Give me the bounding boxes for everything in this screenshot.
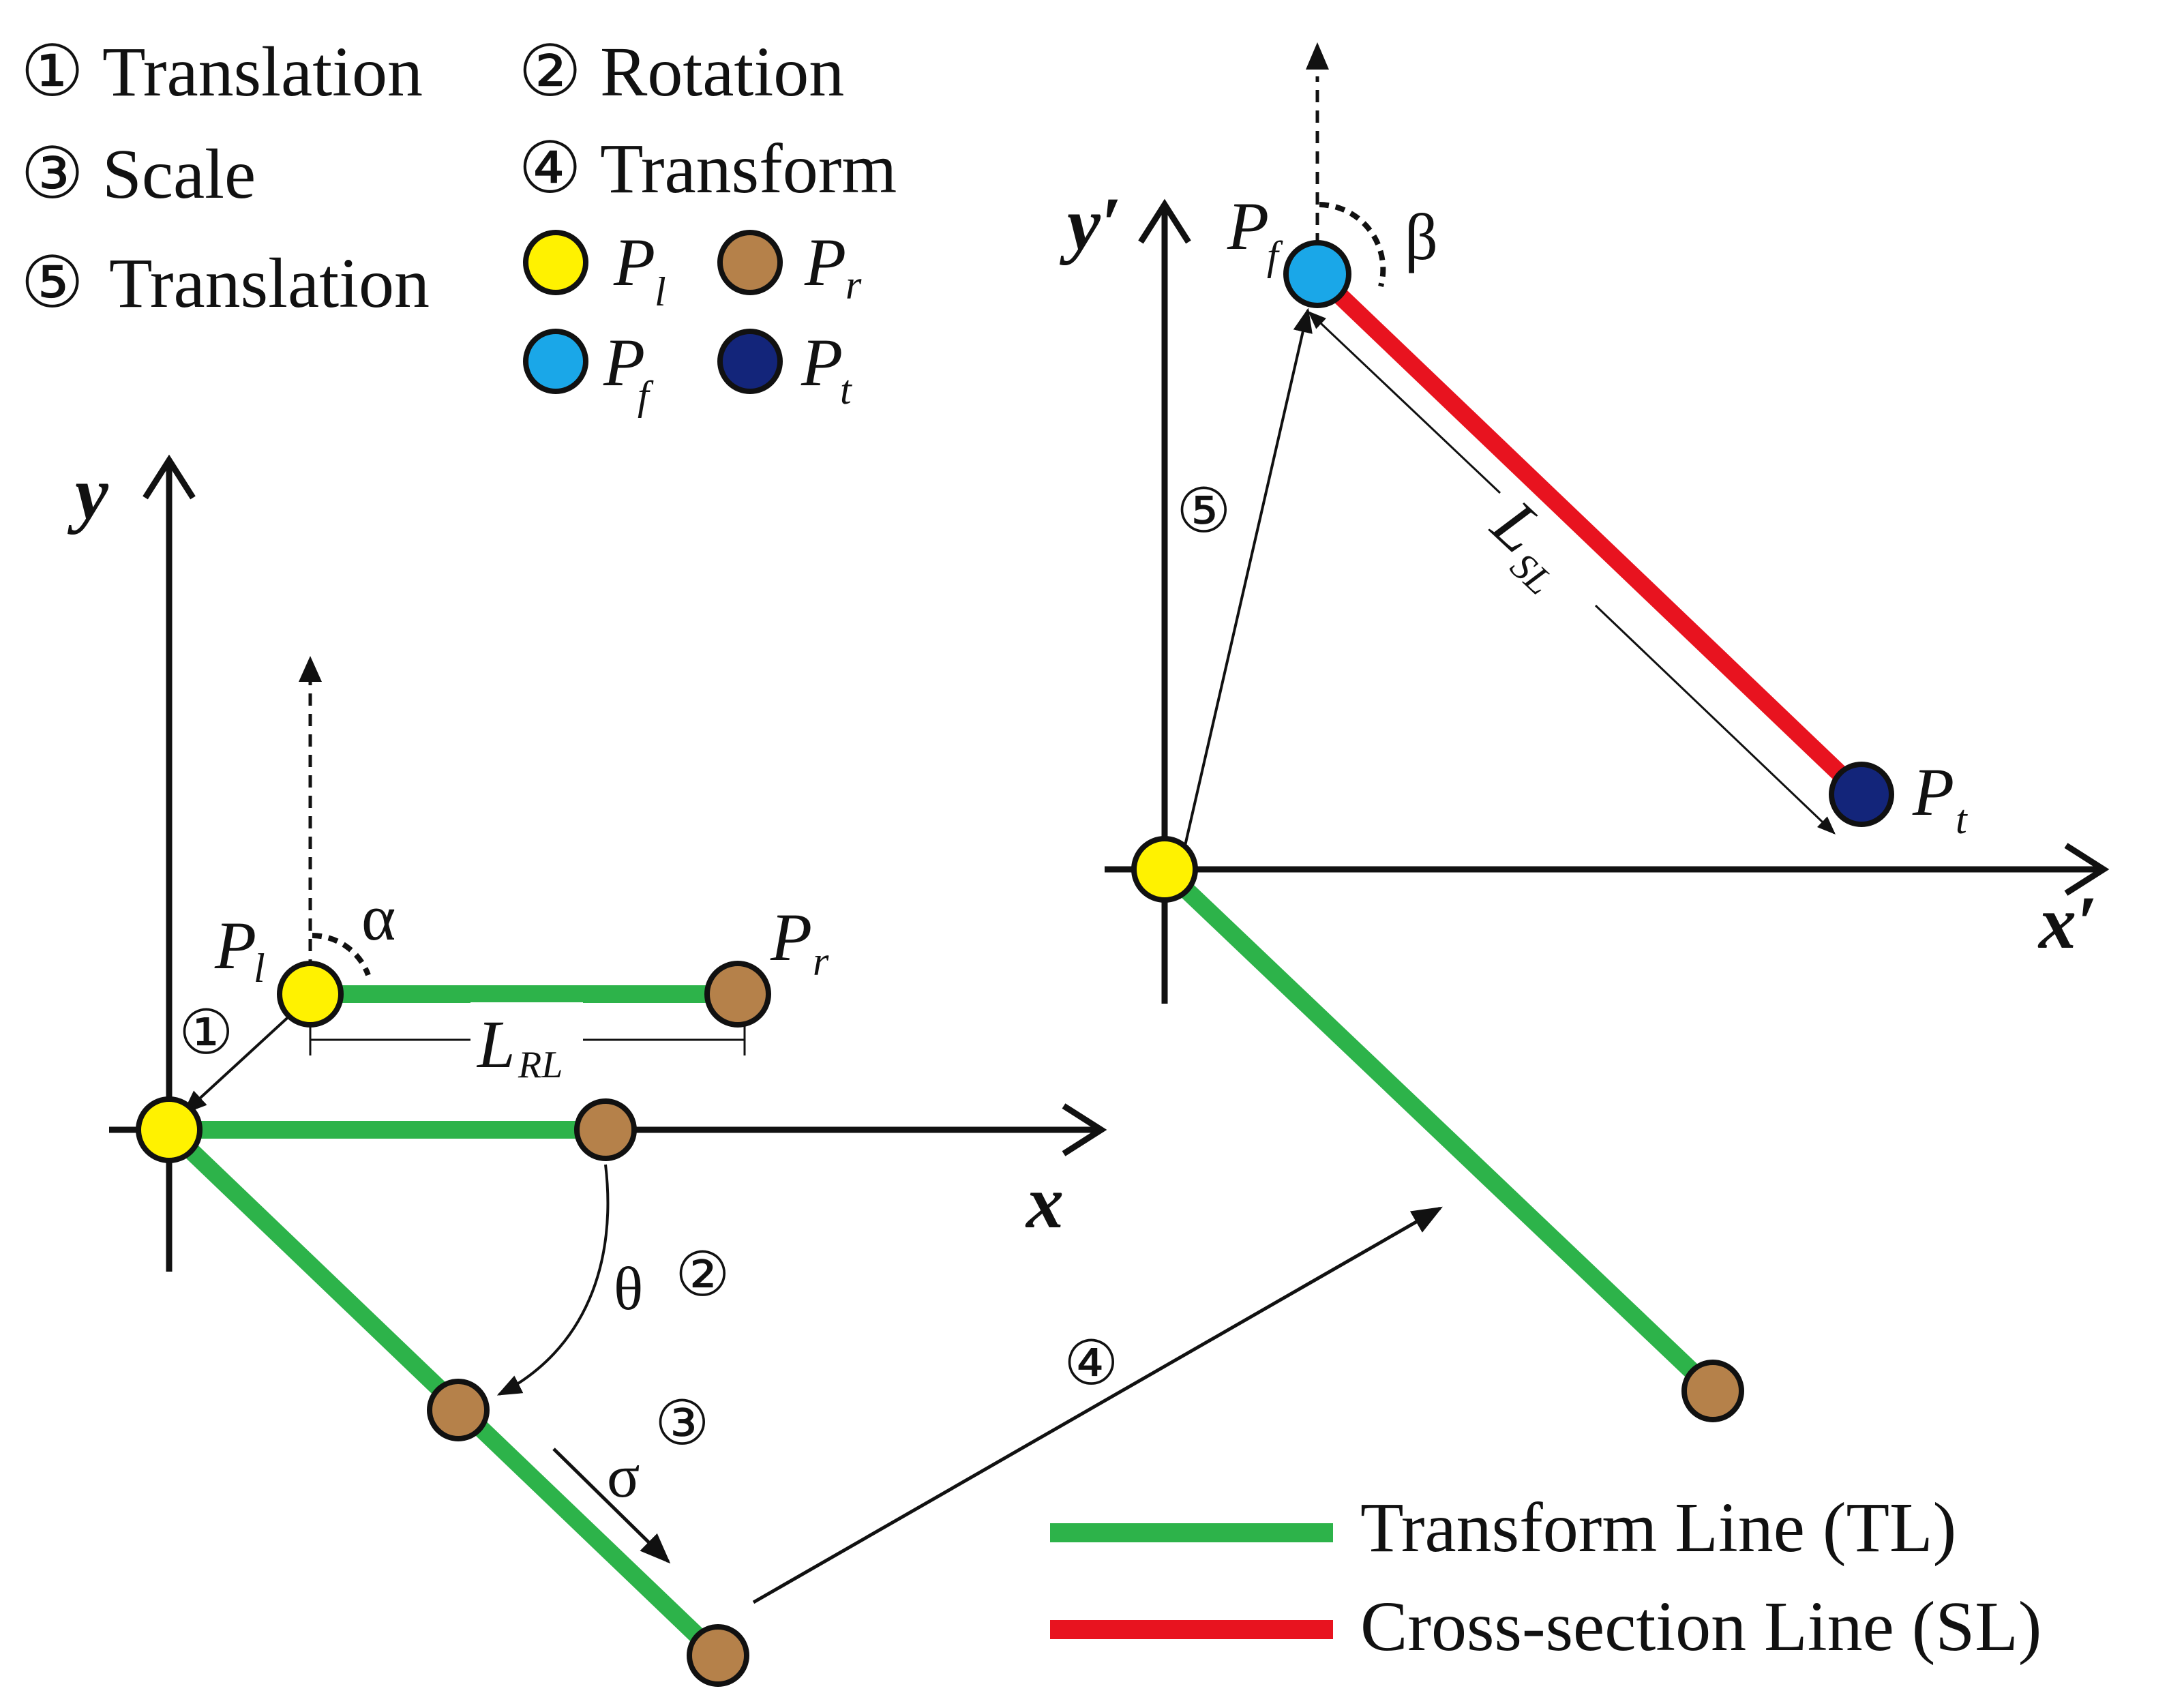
legend-point-pt: P t — [717, 325, 852, 413]
legend-step-1: ① Translation — [20, 33, 423, 111]
step-number: ② — [518, 33, 582, 111]
alpha-arc — [312, 933, 371, 976]
step4-label: ④ — [1064, 1330, 1119, 1398]
scale-arrow — [552, 1448, 671, 1564]
line-legend: Transform Line (TL) Cross-section Line (… — [1050, 1488, 2041, 1666]
legend-step-3: ③ Scale — [20, 135, 256, 213]
pt-label: P — [1912, 754, 1954, 830]
lrl-subscript: RL — [518, 1044, 563, 1086]
pr-scaled-point — [687, 1624, 749, 1687]
step-label: Rotation — [600, 33, 844, 111]
pl-reference-arrow-icon — [299, 656, 322, 682]
step-number: ④ — [518, 130, 582, 208]
legend-subscript: f — [638, 373, 654, 418]
beta-arc — [1319, 202, 1386, 288]
pf-label: P — [1227, 188, 1269, 264]
step-label: Translation — [109, 244, 430, 323]
pl-label: P — [214, 908, 256, 983]
step5-arrow — [1184, 308, 1313, 846]
pt-label-sub: t — [1956, 797, 1968, 842]
legend-point-pr: P r — [717, 224, 862, 308]
legend-point-pf: P f — [523, 325, 654, 418]
x-axis-arrow-icon — [1062, 1103, 1107, 1156]
lsl-label: L SL — [1478, 485, 1561, 603]
theta-label: θ — [614, 1255, 643, 1323]
pl-label-sub: l — [254, 946, 265, 991]
pr-marker-icon — [717, 230, 783, 295]
lrl-symbol: L — [476, 1006, 515, 1082]
step2-label: ② — [675, 1242, 730, 1309]
pf-reference-arrow-icon — [1306, 42, 1329, 70]
step-number: ① — [20, 33, 84, 111]
y-prime-axis-label: y′ — [1059, 182, 1122, 265]
step-label: Translation — [102, 33, 423, 111]
step4-arrow — [752, 1206, 1443, 1604]
legend-symbol: P — [801, 325, 843, 400]
pf-marker-icon — [523, 329, 588, 394]
lrl-label-bg — [470, 1002, 583, 1077]
lsl-dimension-line-upper — [1308, 311, 1501, 494]
step5-label: ⑤ — [1176, 478, 1231, 545]
legend-symbol: P — [804, 224, 846, 300]
y-axis-label: y — [67, 451, 109, 535]
pr-final-point — [1681, 1360, 1744, 1422]
step3-label: ③ — [655, 1390, 710, 1458]
legend-symbol: P — [613, 224, 655, 300]
y-axis-arrow-icon — [143, 454, 196, 500]
cross-section-line — [1311, 267, 1868, 801]
x-prime-axis-arrow-icon — [2064, 843, 2110, 896]
pf-point — [1283, 240, 1351, 308]
legend-subscript: r — [846, 263, 862, 308]
legend-step-5: ⑤ Translation — [20, 244, 430, 323]
pr-rotated-point — [427, 1379, 490, 1441]
pl-translated-point — [136, 1096, 203, 1163]
pl-point — [277, 961, 344, 1028]
beta-label: β — [1405, 200, 1438, 273]
legend-steps: ① Translation ② Rotation ③ Scale ④ Trans… — [20, 33, 897, 323]
x-axis-label: x — [1025, 1160, 1064, 1244]
alpha-label: α — [361, 881, 395, 954]
lsl-dimension-line-lower — [1594, 604, 1836, 835]
step-label: Transform — [600, 130, 897, 208]
rotation-arrow — [496, 1164, 610, 1396]
lrl-dimension: L RL — [309, 1002, 746, 1086]
legend-transform-line-label: Transform Line (TL) — [1360, 1488, 1956, 1567]
pl-final-point — [1131, 836, 1198, 903]
legend-subscript: l — [655, 269, 666, 314]
pt-point — [1829, 762, 1894, 827]
step1-arrow — [182, 1011, 295, 1115]
legend-subscript: t — [840, 368, 852, 413]
transform-line-final — [1158, 863, 1719, 1398]
legend-symbol: P — [603, 325, 645, 400]
pt-marker-icon — [717, 329, 783, 394]
pr-label: P — [770, 899, 812, 975]
step-number: ⑤ — [20, 244, 84, 323]
pf-label-sub: f — [1267, 233, 1283, 278]
sigma-label: σ — [607, 1443, 640, 1510]
pl-marker-icon — [523, 230, 588, 295]
legend-point-pl: P l — [523, 224, 666, 314]
step1-label: ① — [179, 1000, 234, 1067]
legend-step-2: ② Rotation — [518, 33, 844, 111]
legend-points: P l P r P f P t — [523, 224, 862, 418]
legend-step-4: ④ Transform — [518, 130, 897, 208]
x-prime-axis-label: x′ — [2037, 881, 2097, 964]
step-number: ③ — [20, 135, 84, 213]
y-prime-axis-arrow-icon — [1138, 198, 1191, 244]
lsl-dimension: L SL — [1308, 311, 1836, 835]
pr-point — [704, 961, 771, 1028]
legend-cross-section-line-label: Cross-section Line (SL) — [1360, 1587, 2041, 1666]
pr-label-sub: r — [813, 939, 829, 984]
right-axes: x′ y′ — [1059, 182, 2110, 1004]
step-label: Scale — [102, 135, 256, 213]
pr-translated-point — [574, 1098, 637, 1161]
